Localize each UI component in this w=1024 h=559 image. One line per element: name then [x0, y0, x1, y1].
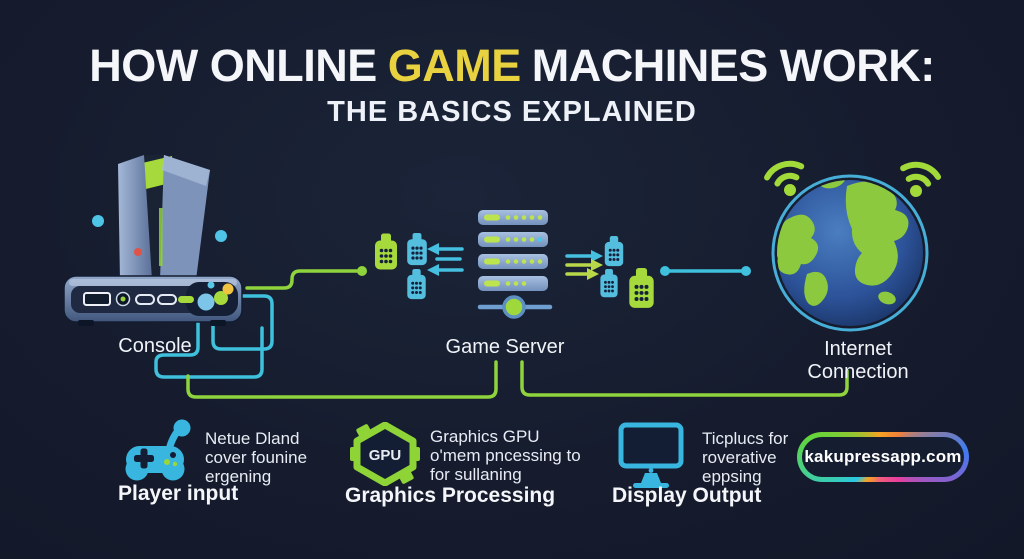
server-rack-icon: [477, 210, 553, 319]
connector-bracket-left: [186, 360, 498, 399]
server-bar: [478, 254, 548, 269]
footer-badge-label: kakupressapp.com: [802, 437, 964, 477]
globe-illustration: [752, 146, 948, 346]
connector-server-to-globe: [660, 266, 751, 276]
data-packet-icon: [604, 236, 624, 267]
server-bar: [478, 232, 548, 247]
console-icon: [63, 154, 243, 326]
usb-port: [157, 294, 177, 305]
graphics-processing-caption: Graphics Processing: [345, 484, 556, 507]
arrows-right-icon: [565, 250, 603, 280]
display-output-caption: Display Output: [612, 484, 762, 507]
data-packet-icon: [375, 233, 397, 270]
player-input-illustration: [118, 418, 214, 486]
display-output-illustration: [616, 422, 686, 490]
server-knob: [477, 295, 553, 319]
cyan-dot: [92, 215, 104, 227]
hdmi-port: [83, 292, 111, 306]
server-bar: [478, 210, 548, 225]
usb-port: [135, 294, 155, 305]
arrows-left-icon: [427, 243, 464, 276]
graphics-processing-description: Graphics GPU o'mem pncessing to for sull…: [430, 427, 581, 484]
data-packet-icon: [600, 269, 618, 298]
game-server-label: Game Server: [445, 336, 565, 358]
gamepad-icon: [125, 419, 191, 481]
cyan-dot: [215, 230, 227, 242]
title-pre: HOW ONLINE: [89, 40, 377, 91]
gpu-chip-icon: GPU: [350, 422, 420, 486]
page-subtitle: THE BASICS EXPLAINED: [327, 96, 697, 128]
title-post: MACHINES WORK:: [531, 40, 935, 91]
wifi-icon: [764, 160, 805, 196]
player-input-caption: Player input: [118, 482, 239, 505]
connector-console-to-server: [245, 266, 367, 290]
connector-bracket-right: [520, 360, 849, 397]
globe-icon: [764, 160, 942, 332]
monitor-icon: [618, 422, 684, 488]
continents: [777, 180, 909, 306]
wifi-icon: [900, 161, 942, 197]
data-packet-icon: [407, 233, 427, 266]
internet-connection-label: Internet Connection: [807, 338, 909, 383]
console-label: Console: [118, 335, 192, 357]
connector-console-loops: [154, 294, 274, 379]
red-dot: [134, 248, 142, 256]
player-input-description: Netue Dland cover founine ergening: [205, 429, 308, 486]
server-illustration: [438, 198, 568, 323]
data-packet-icon: [629, 268, 654, 308]
gpu-badge-label: GPU: [369, 447, 402, 464]
footer-badge: kakupressapp.com: [797, 432, 969, 482]
title-highlight: GAME: [387, 40, 522, 91]
server-bar: [478, 276, 548, 291]
data-packet-icon: [407, 269, 426, 300]
console-illustration: [58, 150, 248, 330]
graphics-processing-illustration: GPU: [350, 422, 420, 486]
display-output-description: Ticplucs for roverative eppsing: [702, 429, 789, 486]
